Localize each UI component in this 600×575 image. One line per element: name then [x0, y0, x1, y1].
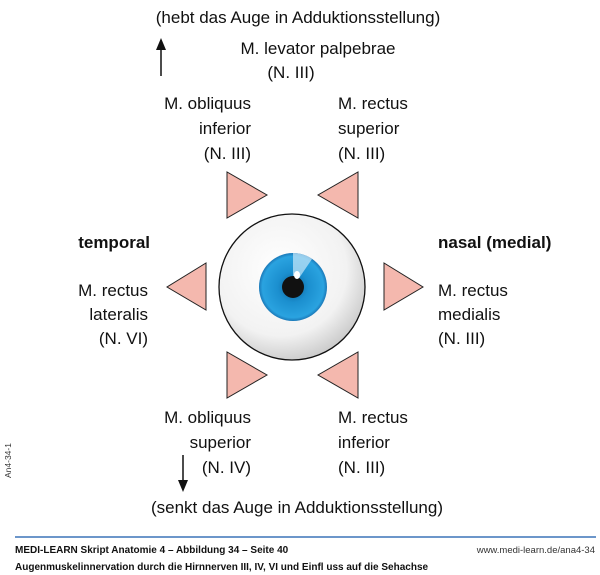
top-caption: (hebt das Auge in Adduktionsstellung) — [156, 8, 440, 27]
svg-text:(N. III): (N. III) — [204, 144, 251, 163]
svg-text:(N. VI): (N. VI) — [99, 329, 148, 348]
triangle-upper-left — [226, 171, 269, 219]
triangle-lower-left — [226, 351, 269, 399]
svg-text:(N. IV): (N. IV) — [202, 458, 251, 477]
levator-name: M. levator palpebrae — [241, 39, 396, 58]
label-obliquus-superior: M. obliquus superior (N. IV) — [164, 408, 251, 477]
footer-title: Augenmuskelinnervation durch die Hirnner… — [15, 562, 429, 573]
svg-text:superior: superior — [338, 119, 400, 138]
highlight — [294, 271, 300, 279]
svg-text:(N. III): (N. III) — [438, 329, 485, 348]
svg-text:lateralis: lateralis — [89, 305, 148, 324]
triangle-upper-right — [316, 171, 359, 219]
svg-text:M. obliquus: M. obliquus — [164, 94, 251, 113]
svg-text:inferior: inferior — [338, 433, 390, 452]
eyeball — [218, 213, 366, 361]
svg-text:M. rectus: M. rectus — [78, 281, 148, 300]
svg-text:inferior: inferior — [199, 119, 251, 138]
pupil — [282, 276, 304, 298]
svg-text:medialis: medialis — [438, 305, 500, 324]
temporal-label: temporal — [78, 233, 150, 252]
label-rectus-lateralis: M. rectus lateralis (N. VI) — [78, 281, 148, 348]
label-rectus-superior: M. rectus superior (N. III) — [338, 94, 408, 163]
triangle-left — [166, 262, 207, 311]
bottom-caption: (senkt das Auge in Adduktionsstellung) — [151, 498, 443, 517]
svg-text:(N. III): (N. III) — [338, 144, 385, 163]
svg-text:M. rectus: M. rectus — [338, 94, 408, 113]
label-rectus-medialis: M. rectus medialis (N. III) — [438, 281, 508, 348]
label-obliquus-inferior: M. obliquus inferior (N. III) — [164, 94, 251, 163]
nasal-label: nasal (medial) — [438, 233, 551, 252]
svg-text:(N. III): (N. III) — [338, 458, 385, 477]
label-rectus-inferior: M. rectus inferior (N. III) — [338, 408, 408, 477]
footer-url: www.medi-learn.de/ana4-34 — [476, 545, 595, 556]
levator-nerve: (N. III) — [267, 63, 314, 82]
svg-text:M. rectus: M. rectus — [338, 408, 408, 427]
svg-text:superior: superior — [190, 433, 252, 452]
triangle-lower-right — [316, 351, 359, 399]
down-arrow-icon — [178, 455, 188, 492]
up-arrow-icon — [156, 38, 166, 76]
svg-text:M. rectus: M. rectus — [438, 281, 508, 300]
footer-source: MEDI-LEARN Skript Anatomie 4 – Abbildung… — [15, 545, 289, 556]
svg-text:M. obliquus: M. obliquus — [164, 408, 251, 427]
triangle-right — [383, 262, 424, 311]
figure-id: An4-34-1 — [3, 443, 13, 478]
